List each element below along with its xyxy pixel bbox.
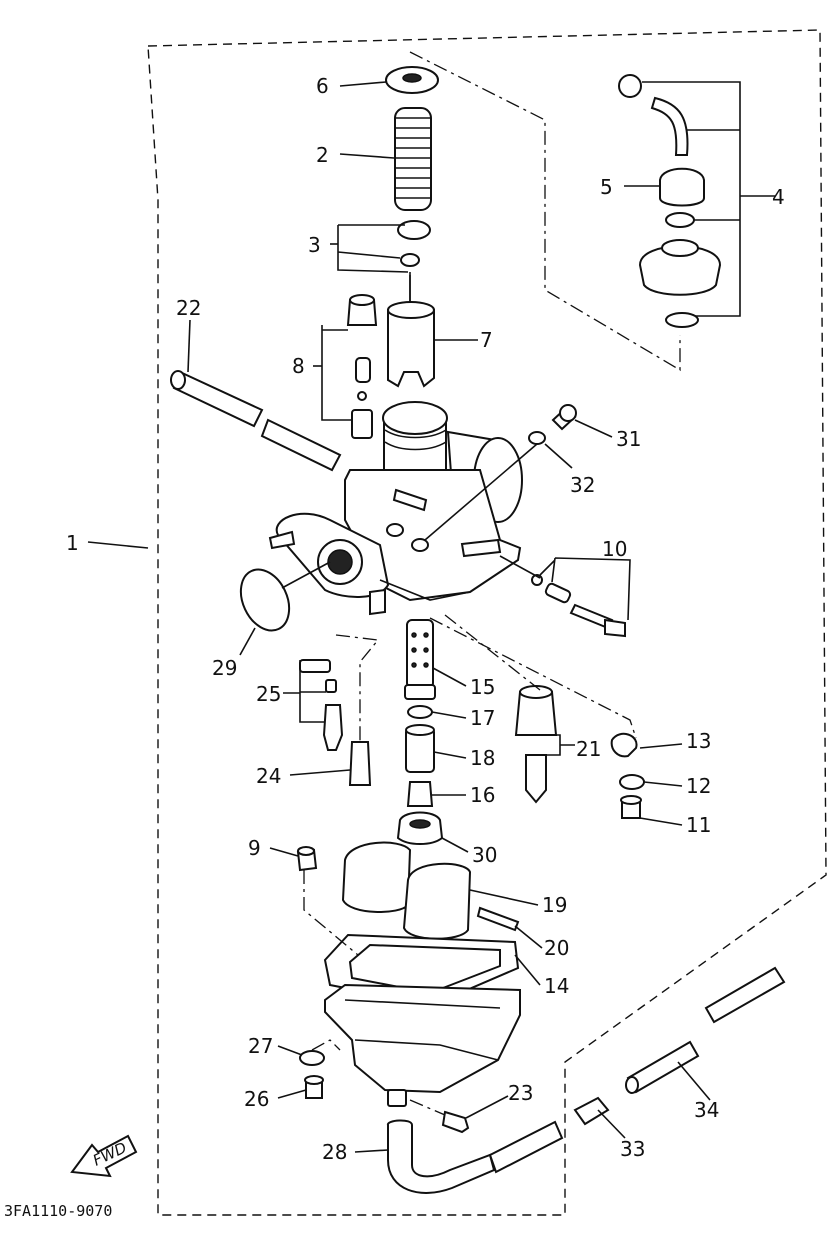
o-ring-gasket [239,561,331,632]
float [341,841,472,940]
needle-clip-set [337,220,431,310]
callout-30: 30 [472,843,497,867]
callout-11: 11 [686,813,711,837]
callout-16: 16 [470,783,495,807]
callout-18: 18 [470,746,495,770]
callout-8: 8 [292,354,305,378]
callout-4: 4 [772,185,785,209]
drain-screw [441,1110,470,1134]
callout-21: 21 [576,737,601,761]
callout-19: 19 [542,893,567,917]
callout-29: 29 [212,656,237,680]
callout-2: 2 [316,143,329,167]
callout-12: 12 [686,774,711,798]
figure-code: 3FA1110-9070 [4,1202,112,1220]
callout-27: 27 [248,1034,273,1058]
part-4-bracket [642,81,775,317]
callout-14: 14 [544,974,569,998]
forward-arrow-icon: FWD [70,1134,138,1178]
assembly-line-cap [409,51,681,372]
pilot-jet-set [299,659,344,751]
callout-34: 34 [694,1098,719,1122]
callout-1: 1 [66,531,79,555]
float-bowl [324,983,521,1107]
starter-jet [335,634,380,786]
callout-26: 26 [244,1087,269,1111]
hose-joint [573,1096,610,1126]
leader-lines [87,81,711,1153]
callout-31: 31 [616,427,641,451]
callout-23: 23 [508,1081,533,1105]
callout-6: 6 [316,74,329,98]
callout-7: 7 [480,328,493,352]
drain-screw-parts [299,1039,341,1099]
throttle-valve [387,272,435,388]
callout-10: 10 [602,537,627,561]
drain-hose [387,1119,496,1194]
pilot-screw-assembly [321,294,378,439]
carb-top-cap [618,74,722,328]
drain-screw-line [409,1099,446,1116]
float-pin [476,906,520,932]
callout-labels: 1 2 3 4 5 6 7 8 9 10 11 12 13 14 15 16 1… [66,74,785,1164]
air-screw-and-washer [424,404,577,541]
callout-32: 32 [570,473,595,497]
vent-fitting [296,846,318,872]
vent-tube [170,370,342,472]
callout-20: 20 [544,936,569,960]
needle-valve-assembly [444,614,575,804]
throttle-spring [394,107,432,211]
assembly-boundary [147,29,827,1216]
overflow-hose [625,966,786,1094]
callout-25: 25 [256,682,281,706]
callout-22: 22 [176,296,201,320]
callout-13: 13 [686,729,711,753]
carburetor-body [268,401,523,616]
callout-15: 15 [470,675,495,699]
callout-9: 9 [248,836,261,860]
adjuster-screw-set [499,555,631,638]
callout-24: 24 [256,764,281,788]
drain-hose-end [488,1120,564,1174]
callout-5: 5 [600,175,613,199]
callout-28: 28 [322,1140,347,1164]
callout-3: 3 [308,233,321,257]
spring-seat [385,66,439,94]
callout-17: 17 [470,706,495,730]
main-jet-stack [396,619,444,845]
callout-33: 33 [620,1137,645,1161]
